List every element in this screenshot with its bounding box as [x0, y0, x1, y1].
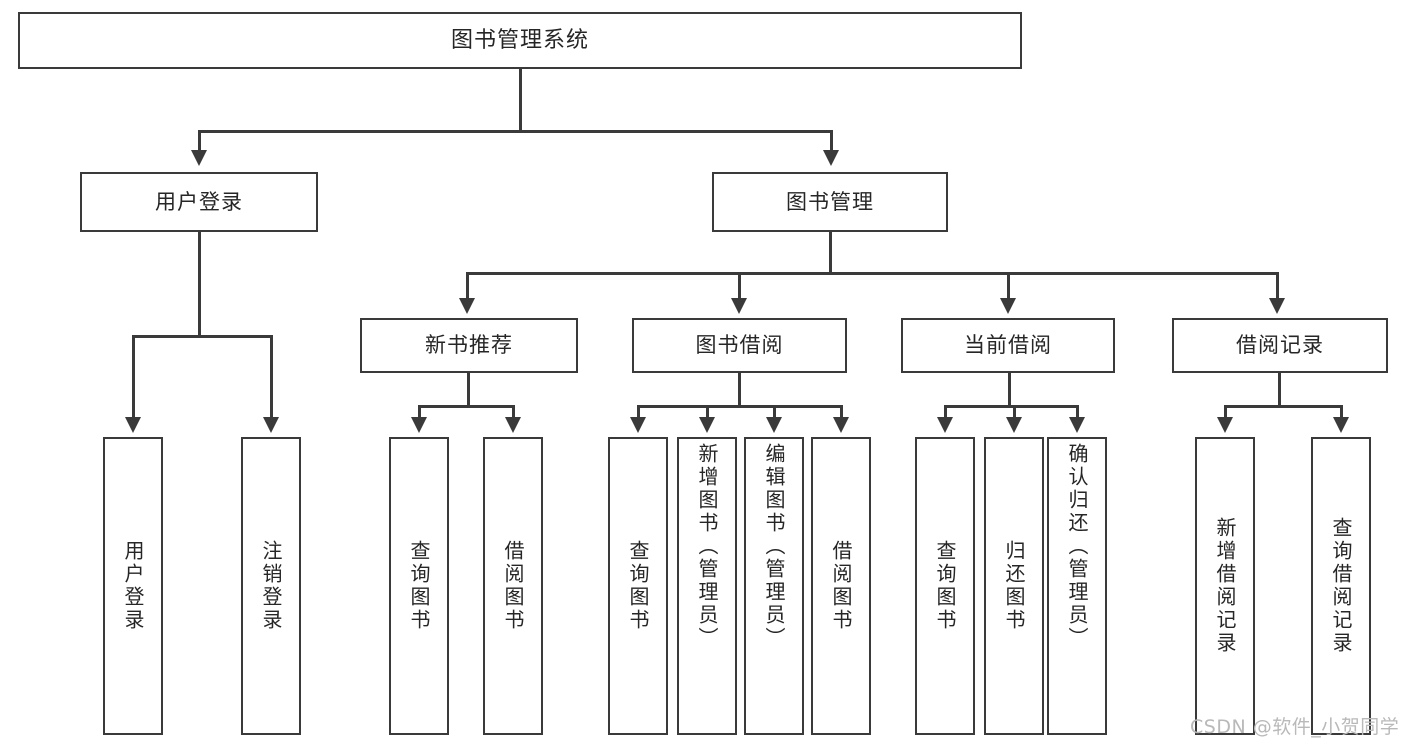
node-book-manage[interactable]: 图书管理	[712, 172, 948, 232]
connector-level3-drop-1	[466, 272, 469, 300]
node-borrow-record[interactable]: 借阅记录	[1172, 318, 1388, 373]
node-book-borrow[interactable]: 图书借阅	[632, 318, 847, 373]
node-label: 查询图书	[933, 540, 957, 632]
arrowhead-leaf-logout	[263, 417, 279, 433]
arrowhead-user-login	[191, 150, 207, 166]
node-new-book-rec[interactable]: 新书推荐	[360, 318, 578, 373]
arrowhead-leaf-user-login	[125, 417, 141, 433]
node-user-login[interactable]: 用户登录	[80, 172, 318, 232]
node-label: 查询图书	[407, 540, 431, 632]
connector-book-manage-stem	[829, 232, 832, 274]
node-leaf-query-book-2[interactable]: 查询图书	[608, 437, 668, 735]
connector-user-login-bus	[132, 335, 272, 338]
arrowhead-leaf-query-book-3	[937, 417, 953, 433]
arrowhead-leaf-confirm-return	[1069, 417, 1085, 433]
arrowhead-leaf-return-book	[1006, 417, 1022, 433]
connector-current-borrow-stem	[1008, 373, 1011, 407]
node-leaf-add-book[interactable]: 新增图书（管理员）	[677, 437, 737, 735]
connector-new-book-rec-stem	[467, 373, 470, 407]
node-label: 新增图书（管理员）	[695, 443, 719, 650]
node-label: 归还图书	[1002, 540, 1026, 632]
node-label: 图书借阅	[695, 333, 784, 358]
connector-book-borrow-drop-1	[637, 405, 640, 419]
node-label: 借阅记录	[1236, 333, 1324, 358]
arrowhead-leaf-borrow-book-1	[505, 417, 521, 433]
node-leaf-borrow-book-1[interactable]: 借阅图书	[483, 437, 543, 735]
connector-current-borrow-drop-2	[1013, 405, 1016, 419]
connector-book-borrow-bus	[637, 405, 842, 408]
arrowhead-book-manage	[823, 150, 839, 166]
node-label: 图书管理	[786, 189, 874, 214]
connector-user-login-stem	[198, 232, 201, 337]
node-leaf-query-book-3[interactable]: 查询图书	[915, 437, 975, 735]
node-leaf-add-record[interactable]: 新增借阅记录	[1195, 437, 1255, 735]
node-current-borrow[interactable]: 当前借阅	[901, 318, 1115, 373]
node-leaf-logout[interactable]: 注销登录	[241, 437, 301, 735]
node-label: 确认归还（管理员）	[1065, 443, 1089, 650]
connector-current-borrow-drop-3	[1076, 405, 1079, 419]
connector-new-book-rec-bus	[418, 405, 514, 408]
arrowhead-new-book-rec	[459, 298, 475, 314]
connector-user-login-drop-1	[132, 335, 135, 419]
connector-level2-bus	[198, 130, 832, 133]
arrowhead-book-borrow	[731, 298, 747, 314]
connector-book-borrow-drop-3	[773, 405, 776, 419]
csdn-watermark: CSDN @软件_小贺同学	[1190, 716, 1400, 738]
arrowhead-current-borrow	[1000, 298, 1016, 314]
node-label: 新书推荐	[425, 333, 513, 358]
connector-current-borrow-bus	[944, 405, 1078, 408]
arrowhead-leaf-query-book-1	[411, 417, 427, 433]
node-leaf-user-login[interactable]: 用户登录	[103, 437, 163, 735]
connector-borrow-record-bus	[1224, 405, 1342, 408]
connector-level3-bus	[466, 272, 1278, 275]
node-leaf-confirm-return[interactable]: 确认归还（管理员）	[1047, 437, 1107, 735]
connector-borrow-record-stem	[1278, 373, 1281, 407]
node-label: 新增借阅记录	[1213, 517, 1237, 655]
connector-book-borrow-stem	[738, 373, 741, 407]
arrowhead-leaf-borrow-book-2	[833, 417, 849, 433]
connector-new-book-rec-drop-2	[512, 405, 515, 419]
connector-current-borrow-drop-1	[944, 405, 947, 419]
connector-borrow-record-drop-1	[1224, 405, 1227, 419]
arrowhead-leaf-add-record	[1217, 417, 1233, 433]
node-label: 查询图书	[626, 540, 650, 632]
node-leaf-query-record[interactable]: 查询借阅记录	[1311, 437, 1371, 735]
connector-level3-drop-3	[1007, 272, 1010, 300]
arrowhead-leaf-add-book	[699, 417, 715, 433]
connector-book-borrow-drop-2	[706, 405, 709, 419]
node-label: 图书管理系统	[450, 27, 589, 53]
arrowhead-leaf-query-record	[1333, 417, 1349, 433]
node-leaf-borrow-book-2[interactable]: 借阅图书	[811, 437, 871, 735]
node-label: 查询借阅记录	[1329, 517, 1353, 655]
connector-borrow-record-drop-2	[1340, 405, 1343, 419]
node-label: 借阅图书	[501, 540, 525, 632]
node-label: 当前借阅	[964, 333, 1052, 358]
arrowhead-leaf-edit-book	[766, 417, 782, 433]
arrowhead-borrow-record	[1269, 298, 1285, 314]
node-root-system[interactable]: 图书管理系统	[18, 12, 1022, 69]
node-label: 借阅图书	[829, 540, 853, 632]
arrowhead-leaf-query-book-2	[630, 417, 646, 433]
connector-user-login-drop-2	[270, 335, 273, 419]
connector-level2-drop-left	[198, 130, 201, 152]
connector-new-book-rec-drop-1	[418, 405, 421, 419]
node-leaf-edit-book[interactable]: 编辑图书（管理员）	[744, 437, 804, 735]
connector-level2-drop-right	[830, 130, 833, 152]
node-leaf-return-book[interactable]: 归还图书	[984, 437, 1044, 735]
node-label: 用户登录	[155, 189, 243, 214]
connector-level3-drop-4	[1276, 272, 1279, 300]
connector-book-borrow-drop-4	[840, 405, 843, 419]
connector-level3-drop-2	[738, 272, 741, 300]
node-label: 编辑图书（管理员）	[762, 443, 786, 650]
node-label: 注销登录	[259, 540, 283, 632]
node-label: 用户登录	[121, 540, 145, 632]
node-leaf-query-book-1[interactable]: 查询图书	[389, 437, 449, 735]
connector-root-stem	[519, 69, 522, 132]
